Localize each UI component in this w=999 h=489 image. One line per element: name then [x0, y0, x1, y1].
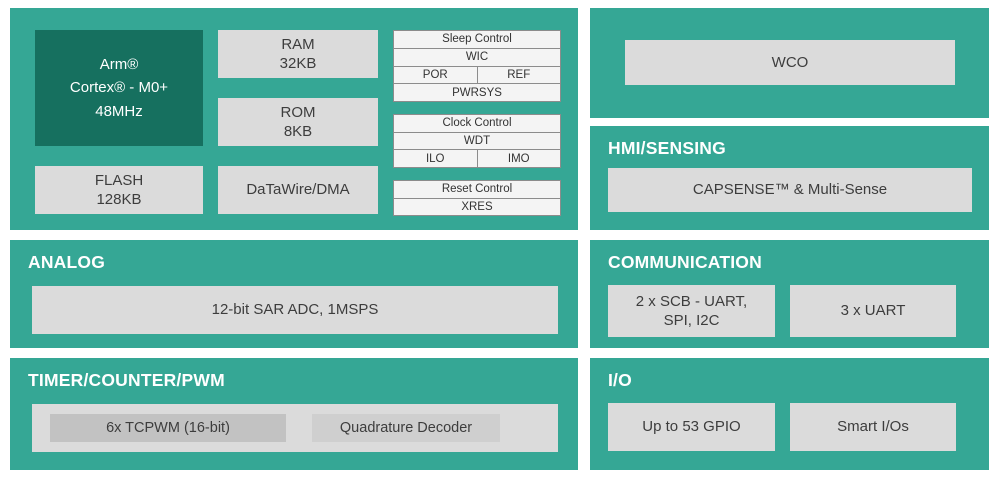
smart-io-label: Smart I/Os — [837, 418, 909, 436]
tcpwm-label: 6x TCPWM (16-bit) — [106, 419, 230, 436]
wco-panel: WCO — [590, 8, 989, 118]
rom-block: ROM 8KB — [218, 98, 378, 146]
communication-panel: COMMUNICATION 2 x SCB - UART, SPI, I2C 3… — [590, 240, 989, 348]
timer-counter-pwm-heading: TIMER/COUNTER/PWM — [28, 370, 225, 390]
wic-row: WIC — [394, 47, 560, 66]
sar-adc-block: 12-bit SAR ADC, 1MSPS — [32, 286, 558, 334]
sleep-control-title-row: Sleep Control — [394, 31, 560, 48]
xres-row: XRES — [394, 197, 560, 216]
ref-cell: REF — [476, 66, 561, 84]
sleep-control-title: Sleep Control — [442, 33, 512, 46]
flash-block: FLASH 128KB — [35, 166, 203, 214]
gpio-block: Up to 53 GPIO — [608, 403, 775, 451]
hmi-sensing-panel: HMI/SENSING CAPSENSE™ & Multi-Sense — [590, 126, 989, 230]
io-panel: I/O Up to 53 GPIO Smart I/Os — [590, 358, 989, 470]
communication-heading: COMMUNICATION — [608, 252, 762, 272]
sleep-control-table: Sleep Control WIC POR REF PWRSYS — [393, 30, 561, 102]
scb-label: 2 x SCB - UART, SPI, I2C — [635, 292, 748, 330]
clock-control-title: Clock Control — [442, 117, 512, 130]
ram-block: RAM 32KB — [218, 30, 378, 78]
hmi-sensing-heading: HMI/SENSING — [608, 138, 726, 158]
tcpwm-block: 6x TCPWM (16-bit) — [50, 414, 286, 442]
sar-adc-label: 12-bit SAR ADC, 1MSPS — [211, 301, 379, 319]
rom-label: ROM 8KB — [280, 103, 316, 141]
analog-panel: ANALOG 12-bit SAR ADC, 1MSPS — [10, 240, 578, 348]
io-heading: I/O — [608, 370, 632, 390]
flash-label: FLASH 128KB — [94, 171, 144, 209]
reset-control-title-row: Reset Control — [394, 181, 560, 198]
ilo-imo-row: ILO IMO — [394, 149, 561, 168]
clock-control-table: Clock Control WDT ILO IMO — [393, 114, 561, 168]
reset-control-table: Reset Control XRES — [393, 180, 561, 216]
pwrsys-row: PWRSYS — [394, 83, 560, 101]
scb-block: 2 x SCB - UART, SPI, I2C — [608, 285, 775, 337]
wic-label: WIC — [465, 51, 489, 64]
ram-label: RAM 32KB — [279, 35, 317, 73]
cpu-label: Arm® Cortex® - M0+ 48MHz — [69, 56, 169, 120]
datawire-dma-block: DaTaWire/DMA — [218, 166, 378, 214]
quadrature-decoder-label: Quadrature Decoder — [339, 419, 473, 436]
uart-block: 3 x UART — [790, 285, 956, 337]
timer-counter-pwm-panel: TIMER/COUNTER/PWM 6x TCPWM (16-bit) Quad… — [10, 358, 578, 470]
wco-block: WCO — [625, 40, 955, 85]
xres-label: XRES — [461, 200, 493, 213]
por-cell: POR — [422, 68, 448, 81]
cpu-block: Arm® Cortex® - M0+ 48MHz — [35, 30, 203, 146]
analog-heading: ANALOG — [28, 252, 106, 272]
reset-control-title: Reset Control — [441, 183, 513, 196]
tcpwm-container: 6x TCPWM (16-bit) Quadrature Decoder — [32, 404, 558, 452]
capsense-block: CAPSENSE™ & Multi-Sense — [608, 168, 972, 212]
quadrature-decoder-block: Quadrature Decoder — [312, 414, 500, 442]
wco-label: WCO — [771, 53, 809, 71]
imo-cell: IMO — [476, 150, 561, 168]
gpio-label: Up to 53 GPIO — [642, 418, 741, 436]
por-ref-row: POR REF — [394, 65, 561, 84]
uart-label: 3 x UART — [840, 302, 906, 320]
clock-control-title-row: Clock Control — [394, 115, 560, 132]
capsense-label: CAPSENSE™ & Multi-Sense — [692, 181, 888, 199]
datawire-dma-label: DaTaWire/DMA — [246, 181, 350, 199]
pwrsys-label: PWRSYS — [452, 86, 502, 99]
wdt-row: WDT — [394, 131, 560, 150]
ilo-cell: ILO — [425, 152, 445, 165]
smart-io-block: Smart I/Os — [790, 403, 956, 451]
cpu-subsystem-panel: Arm® Cortex® - M0+ 48MHz RAM 32KB ROM 8K… — [10, 8, 578, 230]
wdt-label: WDT — [463, 135, 491, 147]
